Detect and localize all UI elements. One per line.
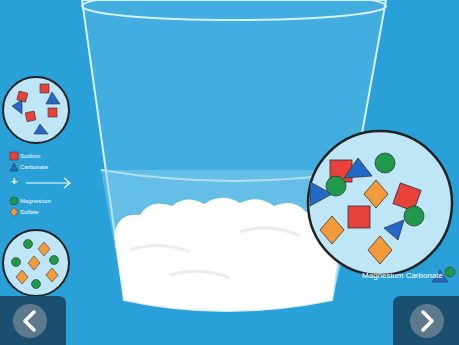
nav-button-circle	[410, 304, 444, 338]
next-chevron	[423, 312, 432, 330]
reaction-arrowhead	[64, 178, 70, 188]
beaker-rim	[82, 0, 386, 20]
plus-sign: +	[11, 176, 17, 187]
nav-button	[0, 296, 66, 345]
product-circle	[308, 131, 452, 275]
magnesium-ion	[375, 153, 395, 173]
precipitate-shading	[130, 228, 300, 278]
magnesium-ion	[24, 240, 33, 249]
legend-sample	[9, 207, 19, 217]
solution-circle	[3, 230, 69, 296]
magnesium-ion	[445, 267, 455, 277]
sulfate-ion	[16, 270, 28, 284]
magnesium-ion	[50, 256, 59, 265]
magnesium-ion	[32, 280, 41, 289]
nav-button	[393, 296, 459, 345]
carbonate-ion	[344, 158, 372, 178]
back-chevron	[25, 312, 34, 330]
sodium-ion	[48, 108, 57, 117]
legend-sample	[9, 162, 19, 172]
compound-label: Magnesium Carbonate	[362, 272, 443, 280]
magnesium-ion	[12, 258, 21, 267]
solution-circle	[3, 77, 69, 143]
legend-sample	[9, 196, 19, 206]
legend-sample	[9, 151, 19, 161]
sulfate-ion	[364, 180, 388, 208]
carbonate-ion	[384, 220, 404, 240]
nav-button-circle	[13, 304, 47, 338]
reaction-arrow	[26, 182, 70, 183]
sodium-ion	[40, 84, 49, 93]
carbonate-ion	[34, 124, 48, 134]
carbonate-ion	[12, 100, 22, 114]
legend-text: Carbonate	[20, 164, 48, 170]
legend-text: Sodium	[20, 153, 40, 159]
legend-text: Magnesium	[20, 198, 51, 204]
sodium-ion	[25, 111, 36, 122]
sulfate-ion	[368, 236, 392, 264]
sulfate-ion	[38, 242, 50, 256]
legend-text: Sulfate	[20, 209, 39, 215]
magnesium-ion	[326, 176, 346, 196]
sulfate-ion	[46, 268, 58, 282]
carbonate-ion	[46, 92, 60, 104]
sulfate-ion	[320, 216, 344, 244]
sodium-ion	[348, 206, 370, 228]
sodium-ion	[17, 91, 28, 102]
magnesium-ion	[404, 206, 424, 226]
sulfate-ion	[28, 256, 40, 270]
